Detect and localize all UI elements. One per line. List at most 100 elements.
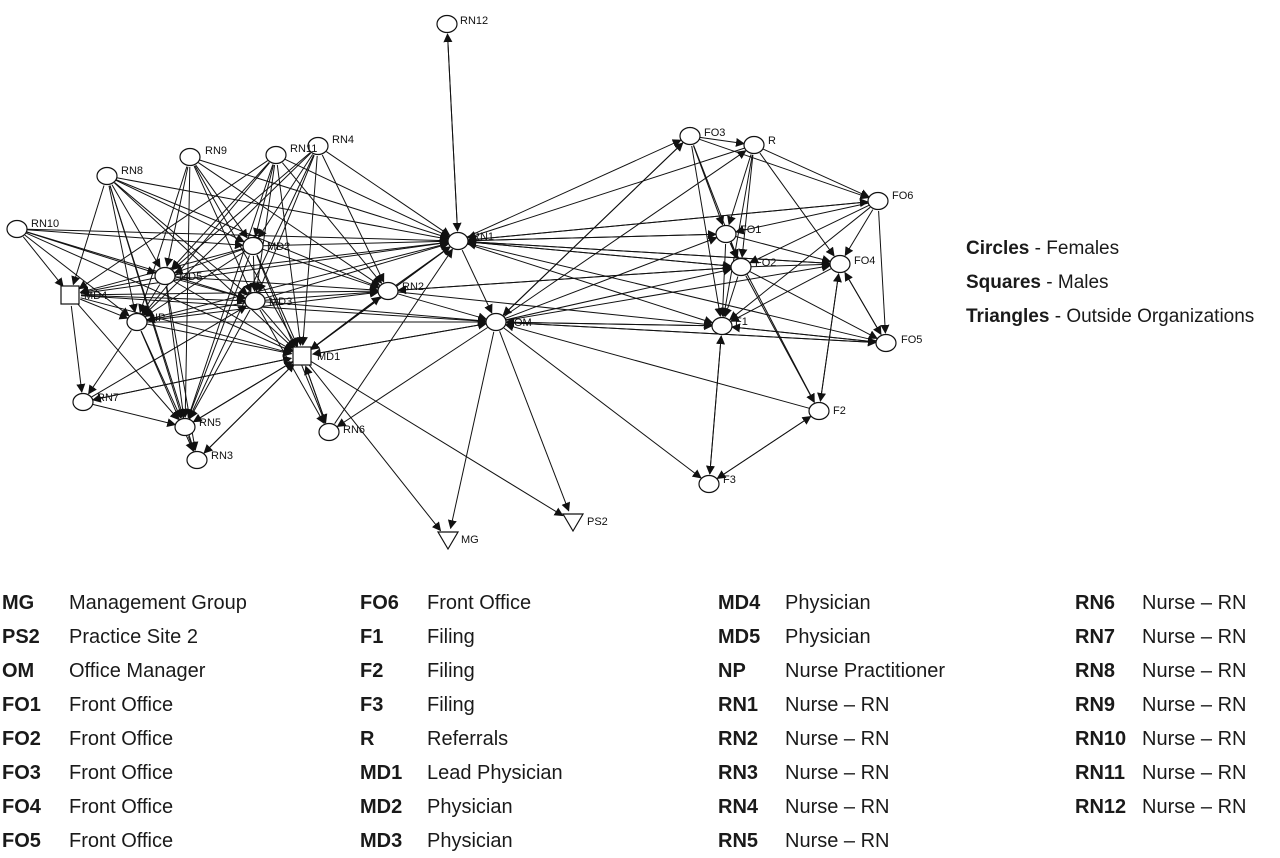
edge-fo5-to-rn1	[466, 240, 877, 342]
edge-rn8-to-np	[108, 185, 138, 314]
node-label: MD1	[317, 351, 340, 363]
legend-description: Nurse – RN	[1142, 660, 1247, 682]
node-label: FO1	[740, 224, 761, 236]
edge-md1-to-mg	[308, 364, 442, 532]
node-label: RN12	[460, 15, 488, 27]
edge-rn8-to-md1	[113, 182, 295, 350]
legend-code: PS2	[2, 626, 40, 648]
node-np: NP	[126, 312, 165, 332]
edge-rn11-to-rn2	[282, 162, 383, 284]
edge-md3-to-rn1	[264, 241, 450, 299]
shape-legend-row: Triangles - Outside Organizations	[966, 300, 1278, 334]
edge-md5-to-np	[141, 284, 161, 315]
legend-description: Referrals	[427, 728, 509, 750]
edge-r-to-f1	[720, 154, 753, 318]
legend-description: Front Office	[69, 762, 174, 784]
edge-md2-to-md3	[249, 255, 259, 292]
node-circle-icon	[307, 136, 329, 156]
legend-code: MG	[2, 592, 35, 614]
node-rn3: RN3	[186, 450, 233, 470]
edge-rn9-to-rn5	[180, 166, 191, 418]
edge-rn11-to-md4	[78, 160, 268, 290]
node-f3: F3	[698, 474, 736, 494]
edge-rn11-to-md3	[253, 164, 276, 292]
edge-md4-to-np	[80, 298, 129, 320]
edge-rn10-to-md1	[25, 232, 293, 353]
edge-md3-to-np	[145, 302, 246, 324]
node-circle-icon	[829, 254, 851, 274]
legend-description: Front Office	[69, 694, 174, 716]
edge-rn8-to-rn2	[116, 179, 380, 289]
legend-code: RN8	[1075, 660, 1116, 682]
shape-legend-desc: Females	[1046, 238, 1120, 259]
edge-rn10-to-np	[24, 234, 130, 317]
edge-rn1-to-fo3	[466, 139, 682, 238]
legend-code: FO4	[2, 796, 41, 818]
node-label: RN2	[402, 281, 424, 293]
node-md5: MD5	[154, 266, 202, 286]
legend-description: Filing	[427, 660, 475, 682]
edge-rn8-to-md3	[114, 182, 249, 296]
edge-f2-to-om	[504, 322, 810, 409]
legend-code: MD4	[718, 592, 761, 614]
legend-description: Nurse Practitioner	[785, 660, 946, 682]
edge-fo2-to-f1	[723, 276, 739, 318]
node-circle-icon	[242, 236, 264, 256]
node-circle-icon	[679, 126, 701, 146]
legend-description: Office Manager	[69, 660, 206, 682]
edge-r-to-rn1	[466, 147, 745, 240]
edge-rn4-to-md5	[171, 152, 311, 271]
node-circle-icon	[447, 231, 469, 251]
edge-rn10-to-md3	[26, 231, 247, 301]
legend-code: FO1	[2, 694, 41, 716]
node-md2: MD2	[242, 236, 290, 256]
legend-code: RN11	[1075, 762, 1126, 784]
legend-code: RN4	[718, 796, 759, 818]
node-label: F1	[735, 316, 748, 328]
edge-np-to-md1	[146, 323, 293, 357]
legend-code: F1	[360, 626, 384, 648]
edge-fo6-to-rn1	[467, 201, 869, 244]
node-square-icon	[292, 346, 312, 366]
edge-rn2-to-om	[397, 293, 488, 322]
edge-rn7-to-md3	[91, 305, 248, 398]
node-circle-icon	[485, 312, 507, 332]
legend-description: Front Office	[69, 728, 174, 750]
edge-np-to-rn7	[88, 330, 132, 395]
edge-fo1-to-fo4	[735, 236, 832, 264]
edge-om-to-rn6	[336, 327, 488, 427]
edge-md5-to-md3	[174, 278, 247, 301]
node-rn5: RN5	[174, 417, 221, 437]
edge-f3-to-f1	[709, 335, 726, 475]
node-label: PS2	[587, 516, 608, 528]
node-circle-icon	[244, 291, 266, 311]
edge-fo3-to-f1	[691, 145, 724, 317]
edge-md2-to-md5	[173, 248, 244, 275]
edge-fo6-to-fo4	[844, 209, 874, 257]
edge-r-to-fo4	[759, 152, 835, 257]
edge-md5-to-rn5	[165, 285, 188, 418]
node-circle-icon	[318, 422, 340, 442]
node-fo6: FO6	[867, 190, 913, 211]
edge-rn9-to-rn2	[198, 162, 381, 286]
node-om: OM	[485, 312, 532, 332]
node-rn4: RN4	[307, 134, 354, 156]
edge-fo6-to-fo5	[878, 210, 890, 334]
node-label: NP	[150, 312, 165, 324]
node-circle-icon	[711, 316, 733, 336]
node-rn8: RN8	[96, 165, 143, 186]
edge-md1-to-rn2	[310, 296, 381, 350]
node-circle-icon	[6, 219, 28, 239]
node-label: F3	[723, 474, 736, 486]
edge-fo2-to-fo5	[749, 271, 878, 339]
edge-f1-to-om	[505, 317, 713, 327]
edge-md5-to-rn2	[174, 276, 379, 295]
edge-om-to-fo1	[505, 236, 718, 319]
node-label: RN1	[472, 231, 494, 243]
legend-code: R	[360, 728, 375, 750]
shape-legend-sep: -	[1040, 272, 1058, 293]
node-circle-icon	[715, 224, 737, 244]
node-circle-icon	[743, 135, 765, 155]
edge-fo5-to-om	[505, 318, 877, 343]
